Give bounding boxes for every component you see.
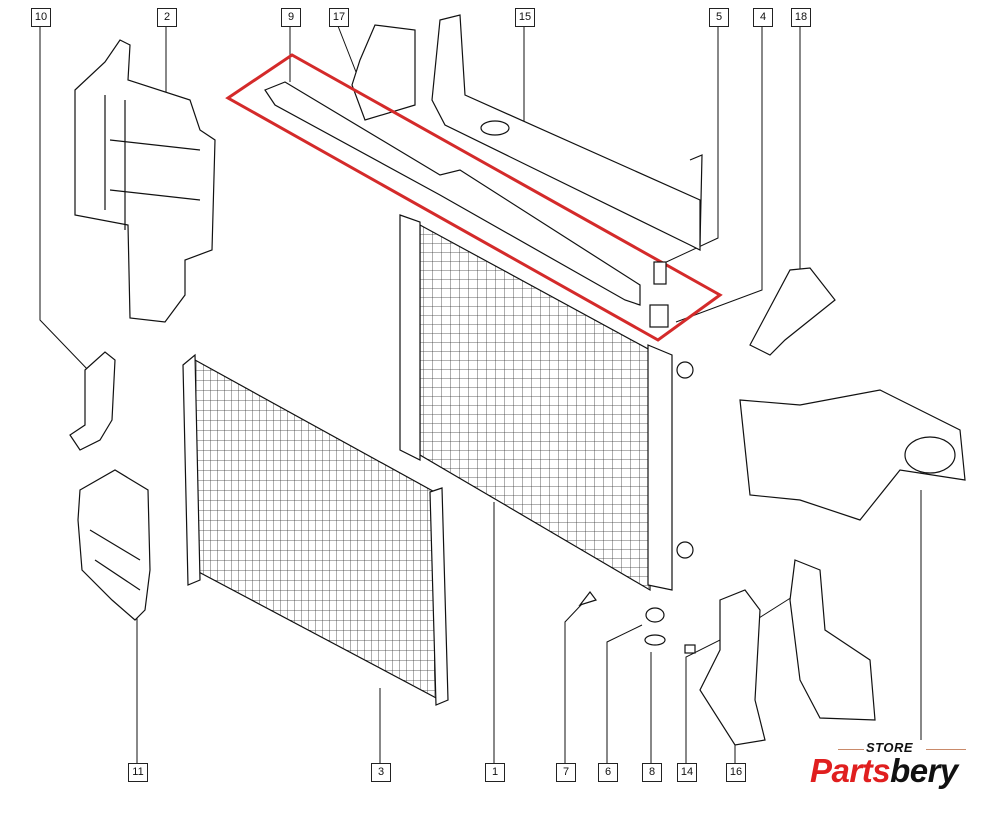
highlight-box — [225, 53, 723, 342]
small-fasteners — [578, 591, 696, 654]
leader-6 — [606, 624, 643, 763]
part-11-deflector — [77, 469, 151, 621]
leader-5 — [661, 26, 719, 265]
part-label-4: 4 — [753, 8, 773, 27]
logo-brand-bery: bery — [890, 752, 958, 789]
part-label-2: 2 — [157, 8, 177, 27]
part-5-4-mount — [649, 261, 669, 328]
part-16-deflector — [699, 559, 876, 746]
air-duct — [739, 389, 966, 521]
part-label-6: 6 — [598, 763, 618, 782]
leader-4 — [675, 26, 763, 323]
part-label-16: 16 — [726, 763, 746, 782]
part-10-bracket — [69, 351, 116, 451]
logo-brand: Partsbery — [810, 752, 958, 790]
logo-brand-parts: Parts — [810, 752, 891, 789]
logo-rule-right — [926, 749, 966, 750]
part-label-18: 18 — [791, 8, 811, 27]
part-label-7: 7 — [556, 763, 576, 782]
part-label-14: 14 — [677, 763, 697, 782]
part-label-8: 8 — [642, 763, 662, 782]
part-15-cover — [431, 14, 703, 251]
part-label-11: 11 — [128, 763, 148, 782]
part-label-17: 17 — [329, 8, 349, 27]
leader-17 — [337, 25, 357, 73]
part-1-radiator — [399, 214, 694, 592]
part-label-15: 15 — [515, 8, 535, 27]
logo-rule-left — [838, 749, 864, 750]
part-18-bracket — [749, 267, 836, 356]
part-label-9: 9 — [281, 8, 301, 27]
part-label-5: 5 — [709, 8, 729, 27]
part-label-10: 10 — [31, 8, 51, 27]
leader-14 — [685, 591, 801, 763]
part-label-1: 1 — [485, 763, 505, 782]
partsbery-logo: STORE Partsbery — [808, 740, 983, 800]
leader-7 — [564, 603, 583, 763]
part-2-deflector — [74, 39, 216, 323]
part-9-crossmember — [264, 81, 641, 306]
leader-10 — [39, 26, 91, 373]
part-label-3: 3 — [371, 763, 391, 782]
logo-store-text: STORE — [866, 740, 914, 755]
part-3-condenser — [182, 353, 449, 706]
